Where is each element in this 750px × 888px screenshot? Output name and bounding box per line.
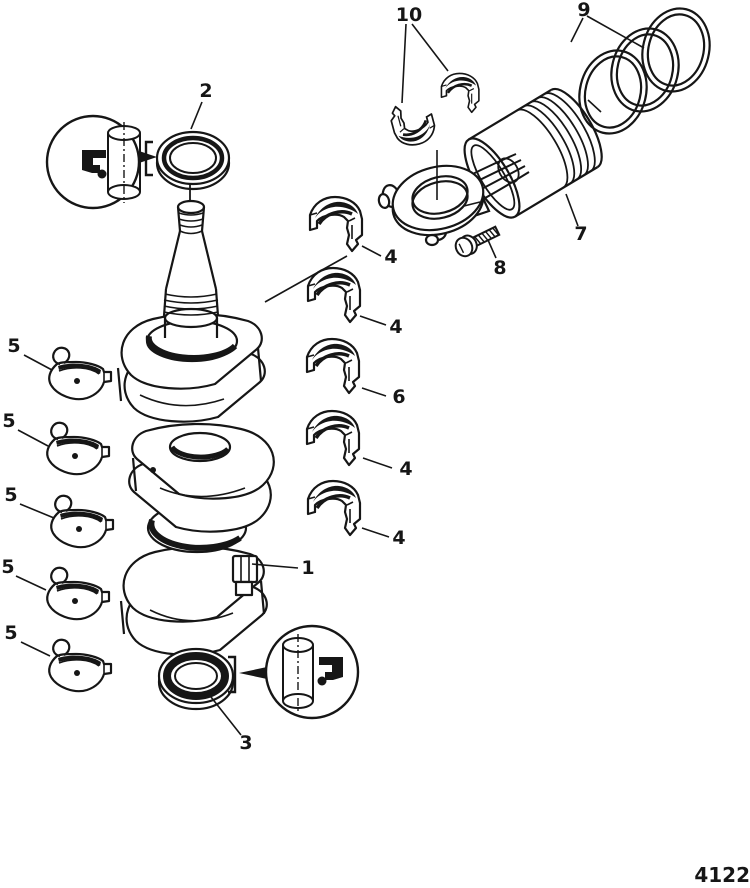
main-bearing-shell (46, 421, 111, 476)
leader-lines-10 (401, 23, 449, 104)
rod-big-end-drawing (377, 164, 491, 247)
rod-bearing-column: 4 4 6 4 4 (264, 195, 413, 549)
upper-seal-detail-circle (45, 114, 157, 210)
lower-seal-bracket (228, 655, 237, 694)
rod-bearing-shell (305, 337, 361, 395)
callout-6-label: 6 (392, 386, 405, 408)
rod-bearing-shell (306, 479, 362, 537)
leader-line-8 (487, 239, 497, 259)
callout-5-label: 5 (2, 410, 15, 432)
rod-bearing-shell (308, 195, 364, 253)
callout-4-label: 4 (399, 458, 412, 480)
main-bearing-shell (48, 638, 113, 693)
callout-2-label: 2 (199, 80, 212, 102)
callout-4-label: 4 (384, 246, 397, 268)
lower-seal-drawing (157, 647, 242, 736)
callout-5-label: 5 (4, 484, 17, 506)
rod-bearing-shell-lower (386, 96, 440, 151)
callout-10-label: 10 (396, 4, 422, 26)
rod-bearing-shell (306, 266, 362, 324)
callout-4-label: 4 (389, 316, 402, 338)
screw-drawing (454, 225, 501, 258)
callout-5-label: 5 (4, 622, 17, 644)
callout-5-label: 5 (1, 556, 14, 578)
rod-bearing-shell-upper (440, 72, 481, 114)
piston-assembly: 7 10 (377, 0, 711, 279)
detail-arrow-right (139, 151, 157, 163)
leader-line-3 (210, 696, 242, 736)
leader-line-2 (190, 101, 203, 130)
callout-5-label: 5 (7, 335, 20, 357)
main-bearing-shell (50, 494, 115, 549)
leader-lines-9 (570, 15, 645, 113)
main-bearing-column: 5 5 5 5 5 (1, 335, 115, 693)
callout-7-label: 7 (574, 223, 587, 245)
leader-lines-4-6 (359, 245, 393, 538)
bearing-group-leader (264, 255, 348, 303)
leader-lines-5 (15, 354, 55, 657)
callout-4-label: 4 (392, 527, 405, 549)
main-bearing-shell (48, 346, 113, 401)
drawing-number: 4122 (694, 863, 750, 887)
piston-rings-drawing (578, 7, 711, 135)
upper-seal-drawing (155, 101, 231, 200)
rod-bearing-shell (305, 409, 361, 467)
main-bearing-shell (46, 566, 111, 621)
crankshaft-drawing (116, 199, 275, 656)
seal-cross-section-icon (82, 122, 141, 203)
seal-cross-section-icon (282, 634, 343, 712)
callout-3-label: 3 (239, 732, 252, 754)
leader-line-7 (565, 193, 579, 227)
lower-seal-detail-circle (239, 624, 360, 720)
callout-9-label: 9 (577, 0, 590, 21)
callout-8-label: 8 (493, 257, 506, 279)
leader-line-1 (251, 563, 299, 569)
callout-1-label: 1 (301, 557, 314, 579)
detail-arrow-left (239, 667, 267, 679)
upper-seal-bracket (144, 140, 153, 177)
